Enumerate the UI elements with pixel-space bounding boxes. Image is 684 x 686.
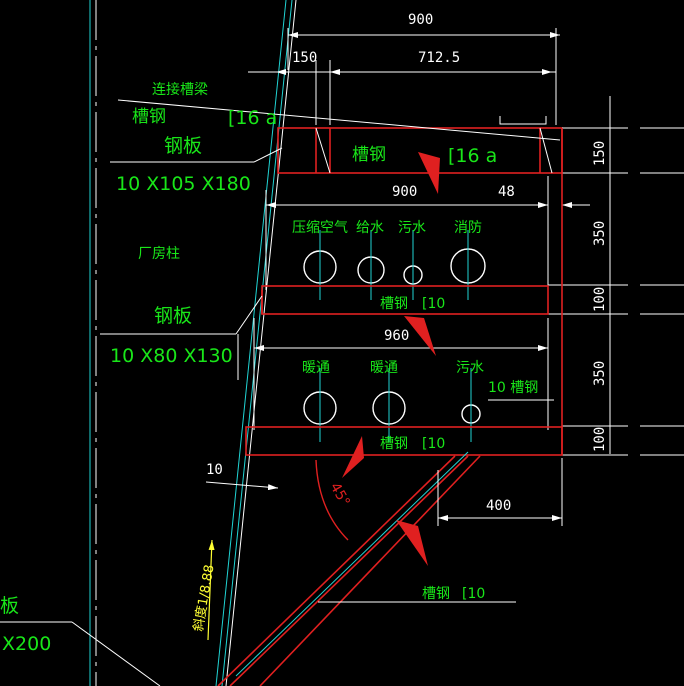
label-plate-2-size: 10 X80 X130 [110,345,233,367]
label-channel-bottom-spec: [10 [422,436,445,452]
label-plate-3-size: X200 [2,633,51,655]
red-arrow-3 [342,436,364,478]
diagonal-brace [217,451,516,686]
red-arrow-2 [404,316,436,356]
label-channel-top: 槽钢 [352,145,386,165]
dim-712-5: 712.5 [418,50,460,66]
middle-beam [100,285,549,380]
label-channel-left-spec: [16 a [228,107,277,129]
label-hvac-2: 暖通 [370,360,398,376]
right-dimensions [548,96,684,456]
label-plate-3: 板 [0,595,19,617]
label-air: 压缩空气 [292,220,348,236]
angle-arc [315,459,349,541]
label-channel-top-spec: [16 a [448,145,497,167]
bottom-beam [245,128,563,456]
label-plate-1-size: 10 X105 X180 [116,173,251,195]
dim-v350-a: 350 [592,221,608,246]
column-lines [89,0,297,686]
dim-150-top: 150 [292,50,317,66]
dim-v100-a: 100 [592,287,608,312]
red-arrow-1 [418,152,440,194]
angle-label: 45° [327,480,353,510]
dim-960 [253,318,549,430]
dim-900-mid: 900 [392,184,417,200]
label-channel-brace-spec: [10 [462,586,485,602]
label-sewage-1: 污水 [398,220,426,236]
dim-900-top: 900 [408,12,433,28]
label-connect-beam: 连接槽梁 [152,81,208,98]
top-dimensions [248,28,560,125]
top-beam [110,99,563,174]
label-channel-bottom: 槽钢 [380,436,408,452]
label-sewage-2: 污水 [456,360,484,376]
dim-v150: 150 [592,141,608,166]
dim-v350-b: 350 [592,361,608,386]
label-hvac-1: 暖通 [302,360,330,376]
label-slope: 斜度1/8.88 [190,563,217,632]
label-channel-10-right: 10 槽钢 [488,380,538,396]
label-column: 厂房柱 [138,246,180,262]
label-channel-mid: 槽钢 [380,296,408,312]
dim-10: 10 [206,462,223,478]
label-channel-brace: 槽钢 [422,586,450,602]
dim-v100-b: 100 [592,427,608,452]
bottom-dimensions [205,458,563,526]
red-arrow-4 [396,520,428,566]
label-water-supply: 给水 [356,220,384,236]
dim-48: 48 [498,184,515,200]
dim-400: 400 [486,498,511,514]
label-plate-2: 钢板 [154,305,192,327]
label-channel-left: 槽钢 [132,107,166,127]
label-channel-mid-spec: [10 [422,296,445,312]
tier1-pipes [303,230,486,300]
label-fire: 消防 [454,220,482,236]
label-plate-1: 钢板 [164,135,202,157]
slope-arrow [207,539,215,641]
tier2-pipes [303,368,554,442]
dim-960: 960 [384,328,409,344]
red-arrows [342,152,440,566]
